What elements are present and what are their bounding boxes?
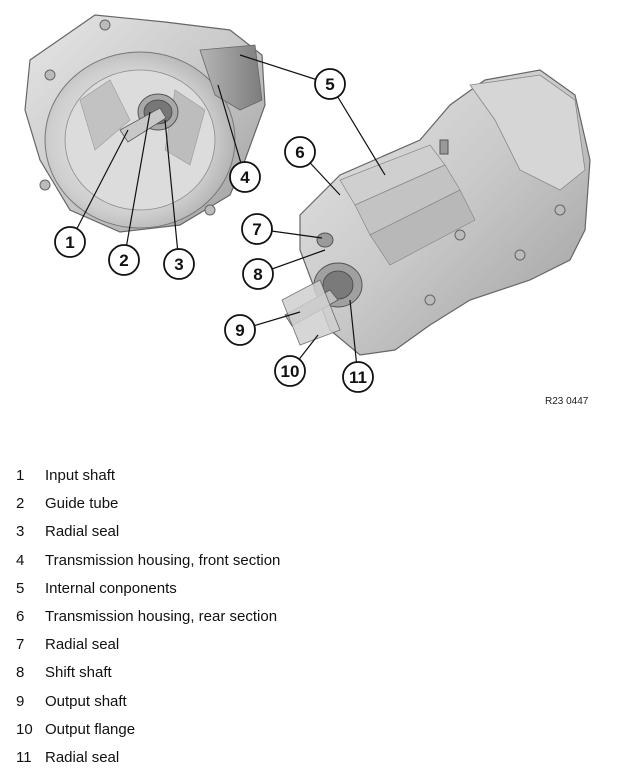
callout-1: 1: [54, 226, 86, 258]
callout-2: 2: [108, 244, 140, 276]
callout-4: 4: [229, 161, 261, 193]
legend-number: 1: [16, 467, 25, 484]
svg-text:1: 1: [65, 233, 74, 252]
legend-label: Guide tube: [45, 495, 119, 513]
svg-text:6: 6: [295, 143, 304, 162]
callout-3: 3: [163, 248, 195, 280]
legend-item: 5 Internal conponents: [0, 576, 635, 604]
legend-number: 9: [16, 692, 25, 710]
legend-item: 2 Guide tube: [0, 491, 635, 519]
legend-item: 9 Output shaft: [0, 689, 635, 717]
callout-11: 11: [342, 361, 374, 393]
legend-label: Radial seal: [45, 748, 120, 766]
callout-7: 7: [241, 213, 273, 245]
legend-number: 5: [16, 579, 25, 597]
legend-item: 10 Output flange: [0, 717, 635, 745]
legend-item: 1 Input shaft: [0, 463, 635, 491]
legend-item: 7 Radial seal: [0, 632, 635, 660]
legend-number: 7: [16, 636, 25, 654]
legend-label: Output shaft: [45, 692, 127, 710]
callout-5: 5: [314, 68, 346, 100]
legend-number: 3: [16, 523, 25, 541]
legend-label: Radial seal: [45, 523, 120, 541]
svg-text:7: 7: [252, 220, 261, 239]
svg-text:2: 2: [119, 251, 128, 270]
svg-text:5: 5: [325, 75, 334, 94]
callout-9: 9: [224, 314, 256, 346]
legend-label: Transmission housing, front section: [45, 551, 281, 569]
legend-number: 2: [16, 495, 25, 513]
svg-text:9: 9: [235, 321, 244, 340]
legend-label: Internal conponents: [45, 579, 177, 597]
svg-text:8: 8: [253, 265, 262, 284]
legend-label: Output flange: [45, 720, 136, 738]
svg-text:4: 4: [240, 168, 250, 187]
legend-item: 4 Transmission housing, front section: [0, 548, 635, 576]
callout-6: 6: [284, 136, 316, 168]
legend-number: 8: [16, 664, 25, 682]
svg-text:10: 10: [281, 362, 300, 381]
legend-item: 8 Shift shaft: [0, 660, 635, 688]
legend-item: 6 Transmission housing, rear section: [0, 604, 635, 632]
callout-8: 8: [242, 258, 274, 290]
legend-label: Shift shaft: [45, 664, 112, 682]
svg-text:3: 3: [174, 255, 183, 274]
transmission-diagram: 1 2 3 4 5 6 7 8 9 10 11: [24, 14, 591, 393]
legend-number: 11: [16, 748, 32, 766]
callout-10: 10: [274, 355, 306, 387]
parts-legend: 1 Input shaft 2 Guide tube 3 Radial seal…: [0, 463, 635, 773]
legend-number: 10: [16, 720, 33, 738]
svg-text:11: 11: [349, 368, 367, 387]
legend-item: 3 Radial seal: [0, 519, 635, 547]
figure-reference-code: R23 0447: [545, 396, 589, 407]
legend-item: 11 Radial seal: [0, 745, 635, 773]
legend-label: Input shaft: [45, 467, 116, 484]
legend-label: Radial seal: [45, 636, 120, 654]
legend-number: 4: [16, 551, 25, 569]
front-housing: [24, 14, 266, 233]
legend-label: Transmission housing, rear section: [45, 607, 278, 625]
rear-housing: [281, 69, 591, 356]
legend-number: 6: [16, 607, 25, 625]
